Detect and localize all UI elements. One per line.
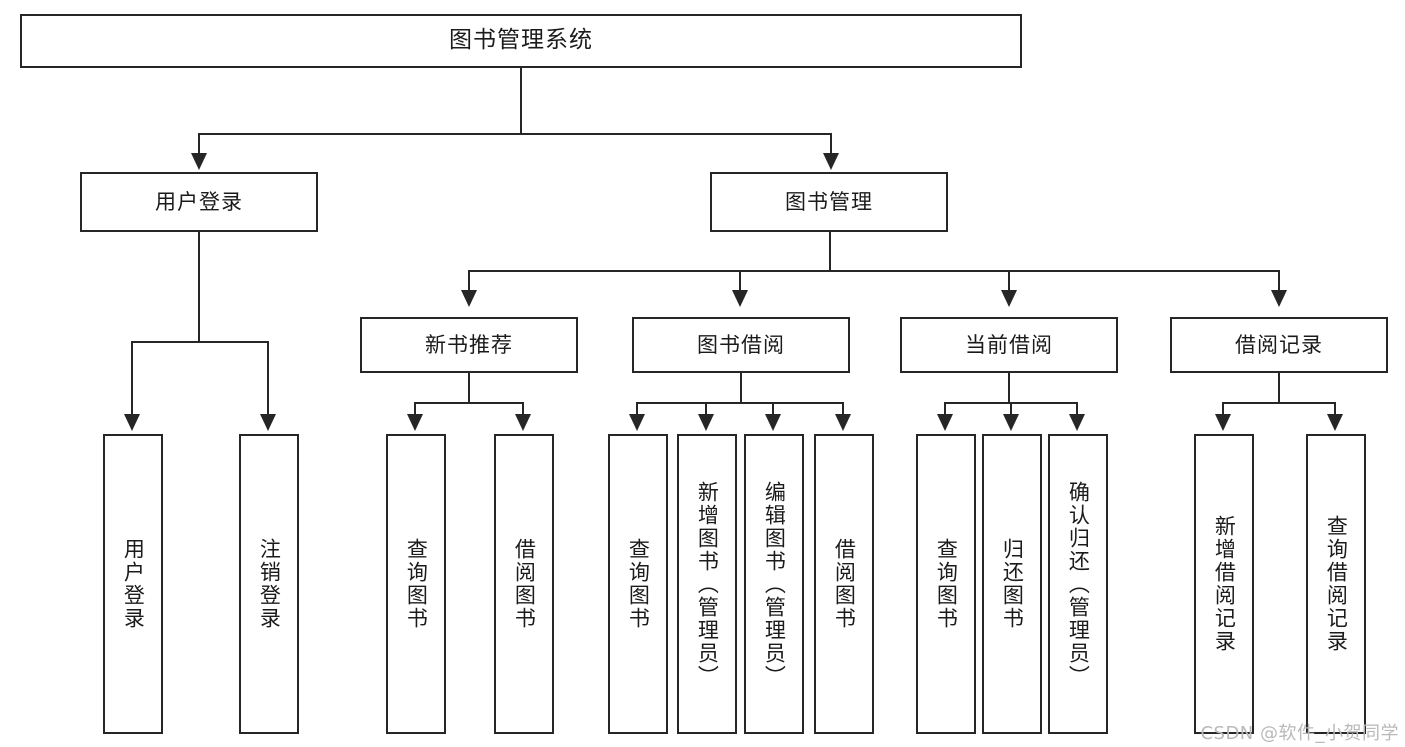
arrow-leaf-add-book [698, 414, 714, 431]
node-label: 图书管理 [785, 189, 873, 214]
node-label: 图书管理系统 [449, 27, 593, 54]
connector-borrow-record-stem [1278, 373, 1280, 403]
arrow-leaf-query-book-1 [407, 414, 423, 431]
node-label: 确认归还（管理员） [1066, 480, 1091, 688]
arrow-to-current-borrow [1001, 290, 1017, 307]
connector-bb-c3 [772, 402, 774, 416]
connector-cb-c2 [1010, 402, 1012, 416]
leaf-query-book-current[interactable]: 查询图书 [916, 434, 976, 734]
node-root-system[interactable]: 图书管理系统 [20, 14, 1022, 68]
arrow-leaf-add-record [1215, 414, 1231, 431]
node-label: 查询图书 [404, 538, 429, 630]
connector-br-c2 [1334, 402, 1336, 416]
leaf-confirm-return-admin[interactable]: 确认归还（管理员） [1048, 434, 1108, 734]
node-new-book-recommend[interactable]: 新书推荐 [360, 317, 578, 373]
node-label: 图书借阅 [697, 332, 785, 357]
node-label: 查询图书 [934, 538, 959, 630]
leaf-add-borrow-record[interactable]: 新增借阅记录 [1194, 434, 1254, 734]
arrow-leaf-return-book [1003, 414, 1019, 431]
connector-bb-c4 [842, 402, 844, 416]
connector-user-login-right [267, 341, 269, 416]
node-label: 归还图书 [1000, 538, 1025, 630]
connector-nbr-c1 [414, 402, 416, 416]
connector-to-book-borrow [739, 270, 741, 292]
node-label: 借阅图书 [832, 538, 857, 630]
arrow-to-book-management [823, 153, 839, 170]
node-borrow-record[interactable]: 借阅记录 [1170, 317, 1388, 373]
node-user-login[interactable]: 用户登录 [80, 172, 318, 232]
arrow-to-book-borrow [732, 290, 748, 307]
node-label: 新书推荐 [425, 332, 513, 357]
connector-book-borrow-bus [636, 402, 844, 404]
connector-to-new-book-recommend [468, 270, 470, 292]
node-label: 新增图书（管理员） [695, 480, 720, 688]
leaf-borrow-book-new-recommend[interactable]: 借阅图书 [494, 434, 554, 734]
connector-borrow-record-bus [1222, 402, 1336, 404]
node-label: 用户登录 [121, 538, 146, 630]
leaf-borrow-book-borrow[interactable]: 借阅图书 [814, 434, 874, 734]
arrow-leaf-query-book-2 [629, 414, 645, 431]
node-current-borrow[interactable]: 当前借阅 [900, 317, 1118, 373]
connector-br-c1 [1222, 402, 1224, 416]
node-label: 借阅图书 [512, 538, 537, 630]
node-label: 查询借阅记录 [1324, 515, 1349, 653]
arrow-leaf-user-logout [260, 414, 276, 431]
connector-cb-c3 [1076, 402, 1078, 416]
arrow-leaf-query-book-3 [937, 414, 953, 431]
leaf-query-book-new-recommend[interactable]: 查询图书 [386, 434, 446, 734]
node-label: 借阅记录 [1235, 332, 1323, 357]
node-book-borrow[interactable]: 图书借阅 [632, 317, 850, 373]
arrow-leaf-edit-book [765, 414, 781, 431]
arrow-leaf-borrow-book-1 [515, 414, 531, 431]
arrow-to-new-book-recommend [461, 290, 477, 307]
node-book-management[interactable]: 图书管理 [710, 172, 948, 232]
connector-bb-c2 [705, 402, 707, 416]
connector-to-user-login [198, 133, 200, 155]
arrow-to-user-login [191, 153, 207, 170]
connector-new-book-recommend-bus [414, 402, 524, 404]
connector-to-borrow-record [1278, 270, 1280, 292]
connector-to-current-borrow [1008, 270, 1010, 292]
connector-level3-bus [468, 270, 1280, 272]
node-label: 查询图书 [626, 538, 651, 630]
connector-bb-c1 [636, 402, 638, 416]
leaf-return-book[interactable]: 归还图书 [982, 434, 1042, 734]
leaf-user-login[interactable]: 用户登录 [103, 434, 163, 734]
node-label: 编辑图书（管理员） [762, 480, 787, 688]
leaf-edit-book-admin[interactable]: 编辑图书（管理员） [744, 434, 804, 734]
connector-book-management-stem [829, 232, 831, 271]
arrow-leaf-borrow-book-2 [835, 414, 851, 431]
connector-level2-bus [198, 133, 832, 135]
leaf-query-borrow-record[interactable]: 查询借阅记录 [1306, 434, 1366, 734]
leaf-query-book-borrow[interactable]: 查询图书 [608, 434, 668, 734]
node-label: 注销登录 [257, 538, 282, 630]
node-label: 当前借阅 [965, 332, 1053, 357]
leaf-add-book-admin[interactable]: 新增图书（管理员） [677, 434, 737, 734]
arrow-leaf-user-login [124, 414, 140, 431]
connector-nbr-c2 [522, 402, 524, 416]
connector-to-book-management [830, 133, 832, 155]
node-label: 用户登录 [155, 189, 243, 214]
connector-user-login-stem [198, 232, 200, 342]
connector-book-borrow-stem [740, 373, 742, 403]
leaf-user-logout[interactable]: 注销登录 [239, 434, 299, 734]
arrow-leaf-confirm-return [1069, 414, 1085, 431]
connector-root-stem [520, 68, 522, 134]
connector-user-login-left [131, 341, 133, 416]
arrow-to-borrow-record [1271, 290, 1287, 307]
arrow-leaf-query-record [1327, 414, 1343, 431]
connector-new-book-recommend-stem [468, 373, 470, 403]
connector-user-login-bus [131, 341, 267, 343]
connector-current-borrow-stem [1008, 373, 1010, 403]
connector-cb-c1 [944, 402, 946, 416]
node-label: 新增借阅记录 [1212, 515, 1237, 653]
